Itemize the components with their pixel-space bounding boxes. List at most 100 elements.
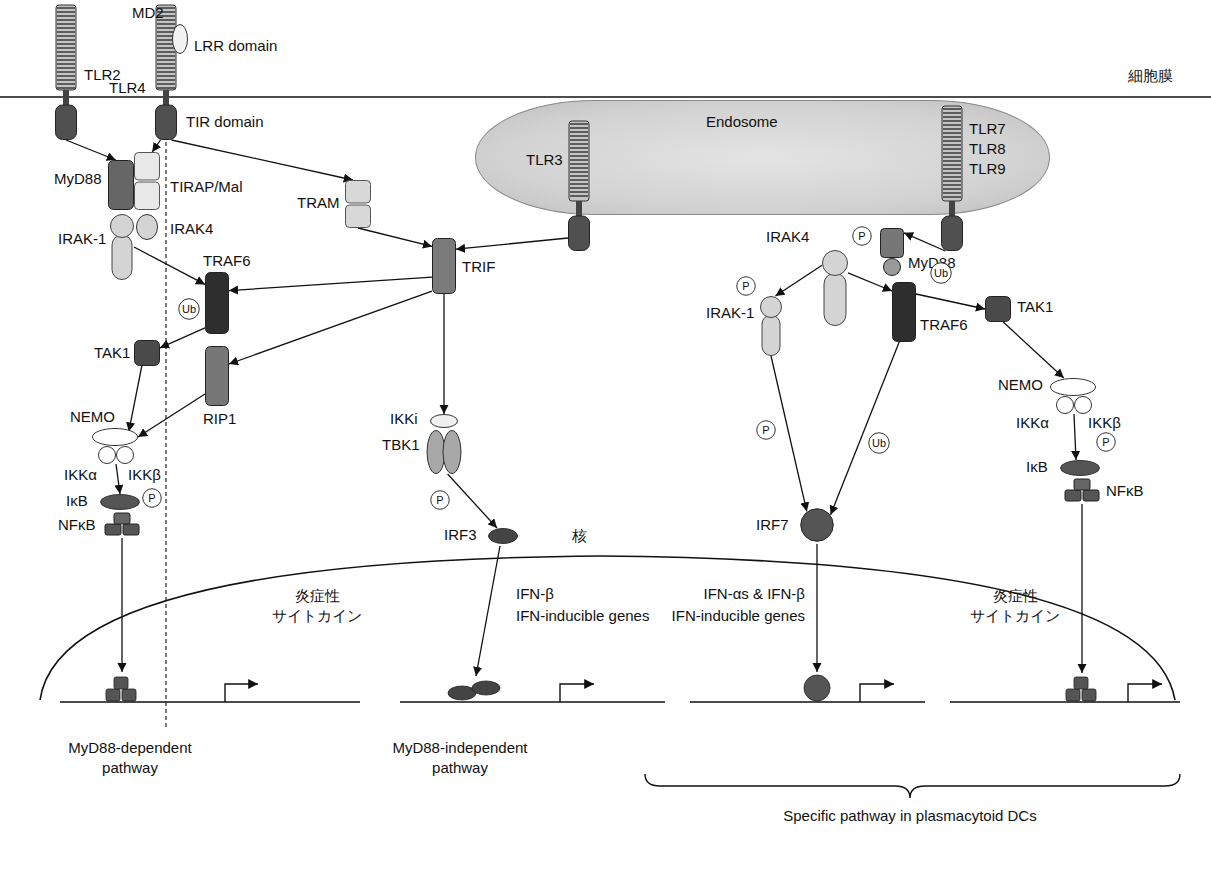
shape-part: [570, 159, 588, 161]
shape-part: [157, 27, 175, 29]
shape-part: [1065, 490, 1081, 501]
shape-outline: [880, 228, 904, 276]
node-label: IRF3: [444, 526, 477, 543]
shape-part: [206, 347, 229, 406]
receptor-symbol: TLR7TLR8TLR9: [941, 106, 963, 251]
shape-part: [943, 196, 961, 198]
shape-part: [57, 19, 75, 21]
nfkb-complex: NFκB: [104, 512, 140, 536]
shape-part: [801, 509, 834, 542]
shape-part: [1057, 397, 1074, 414]
signal-arrow: [771, 356, 807, 511]
signal-arrow: [1074, 414, 1076, 460]
shape-part: [57, 79, 75, 81]
shape-part: [57, 75, 75, 77]
node-label: IKKα: [64, 466, 97, 483]
shape-part: [869, 433, 890, 454]
shape-part: [57, 63, 75, 65]
annotation-label: 炎症性 サイトカイン: [960, 586, 1070, 626]
annotation-label: IFN-β: [516, 584, 554, 604]
shape-part: [135, 182, 160, 210]
shape-part: [943, 184, 961, 186]
annotation-label: 炎症性 サイトカイン: [262, 586, 372, 626]
shape-part: [569, 216, 590, 251]
node-label: MD2: [132, 4, 164, 21]
node-label: P: [1096, 432, 1116, 452]
shape-part: [570, 155, 588, 157]
node-label: TRAM: [297, 194, 340, 211]
node-label: Endosome: [706, 113, 778, 130]
node-label: IRAK-1: [706, 304, 754, 321]
shape-part: [163, 90, 169, 105]
shape-part: [943, 168, 961, 170]
shape-part: [431, 415, 458, 428]
transcription-arrow: [225, 684, 1162, 702]
kinase-pair: TBK1: [426, 430, 462, 474]
node-label: P: [142, 488, 162, 508]
dna-strand: [60, 701, 1180, 703]
irf3-dimer-on-dna: [448, 681, 500, 700]
shape-part: [143, 489, 162, 508]
shape-part: [179, 299, 200, 320]
shape-part: [57, 35, 75, 37]
shape-outline: [134, 152, 160, 210]
shape-part: [570, 151, 588, 153]
shape-outline: [800, 508, 834, 542]
shape-part: [931, 263, 952, 284]
shape-part: [942, 106, 962, 201]
ikk-complex: IKKαIKKβ: [98, 446, 134, 464]
node-label: IRAK4: [170, 220, 213, 237]
shape-part: [943, 112, 961, 114]
shape-part: [570, 143, 588, 145]
shape-part: [57, 55, 75, 57]
protein-box: MyD88: [108, 160, 134, 210]
shape-part: [57, 15, 75, 17]
shape-part: [943, 128, 961, 130]
shape-part: [943, 192, 961, 194]
shape-part: [57, 47, 75, 49]
protein-oval: IKKi: [430, 414, 458, 428]
shape-part: [823, 251, 848, 276]
node-label: TLR4: [109, 79, 146, 96]
shape-part: [157, 87, 175, 89]
shape-outline: [104, 512, 140, 536]
shape-part: [206, 273, 229, 334]
shape-part: [157, 51, 175, 53]
shape-part: [1051, 379, 1096, 396]
shape-part: [943, 132, 961, 134]
shape-outline: [488, 528, 518, 544]
kinase-shape: IRAK-1: [110, 214, 134, 280]
shape-part: [1075, 397, 1092, 414]
shape-part: [943, 140, 961, 142]
node-label: TRAF6: [203, 252, 251, 269]
shape-part: [943, 144, 961, 146]
kinase-square: TAK1: [134, 340, 160, 366]
node-label: Ub: [930, 262, 952, 284]
annotation-label: MyD88-dependent pathway: [55, 738, 205, 778]
shape-part: [943, 188, 961, 190]
shape-outline: [1060, 460, 1100, 476]
shape-part: [157, 79, 175, 81]
shape-part: [570, 127, 588, 129]
shape-outline: [136, 214, 158, 240]
shape-part: [157, 47, 175, 49]
shape-part: [57, 11, 75, 13]
kinase-shape: IRAK-1: [760, 296, 782, 356]
shape-outline: [98, 446, 134, 464]
shape-part: [57, 39, 75, 41]
signal-arrow: [138, 394, 205, 437]
annotation-label: IFN-inducible genes: [516, 606, 649, 626]
receptor-symbol: TLR2: [55, 5, 77, 140]
factor-circle: IRF7: [800, 508, 834, 542]
signal-arrow: [160, 328, 205, 348]
shape-part: [943, 124, 961, 126]
shape-part: [114, 513, 130, 524]
node-label: TLR3: [526, 151, 563, 168]
receptor-symbol: TLR4: [155, 5, 177, 140]
nfkb-on-dna: [1066, 677, 1096, 701]
shape-part: [443, 431, 461, 474]
shape-part: [943, 120, 961, 122]
modification-badge: Ub: [178, 298, 200, 320]
shape-part: [570, 135, 588, 137]
annotation-label: 核: [572, 526, 587, 546]
